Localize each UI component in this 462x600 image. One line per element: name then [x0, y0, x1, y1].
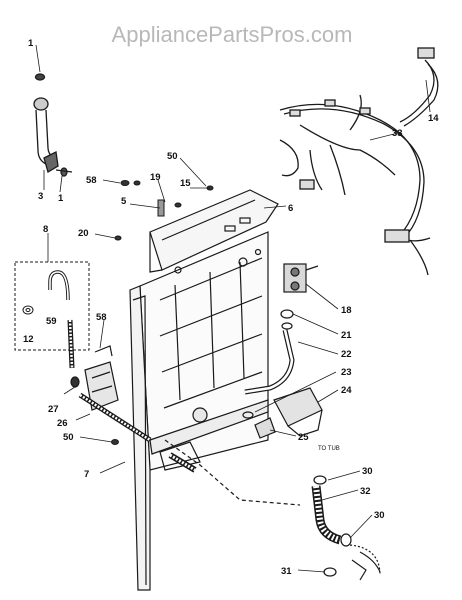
callout-21: 21 — [341, 330, 352, 341]
drain-hose-left — [67, 319, 152, 443]
callout-14: 14 — [428, 113, 439, 124]
callout-1-top: 1 — [28, 38, 34, 49]
callout-50-top: 50 — [167, 151, 178, 162]
inlet-hose-kit-box — [14, 261, 90, 351]
callout-30-bottom: 30 — [374, 510, 385, 521]
fill-hose-assembly — [33, 73, 73, 177]
callout-labels: 1 3 1 58 50 19 15 5 6 8 20 59 12 58 27 2… — [23, 38, 439, 577]
callout-33: 33 — [392, 128, 403, 139]
callout-25: 25 — [298, 432, 309, 443]
callout-23: 23 — [341, 367, 352, 378]
callout-59: 59 — [46, 316, 57, 327]
callout-15: 15 — [180, 178, 191, 189]
callout-58-bottom: 58 — [96, 312, 107, 323]
callout-1-bottom: 1 — [58, 193, 64, 204]
water-inlet-valve — [242, 263, 323, 439]
callout-24: 24 — [341, 385, 352, 396]
rear-panel — [129, 189, 279, 591]
callout-18: 18 — [341, 305, 352, 316]
callout-8: 8 — [43, 224, 48, 235]
callout-20: 20 — [78, 228, 89, 239]
callout-30-top: 30 — [362, 466, 373, 477]
callout-50-bottom: 50 — [63, 432, 74, 443]
callout-5: 5 — [121, 196, 127, 207]
callout-31: 31 — [281, 566, 292, 577]
callout-12: 12 — [23, 334, 34, 345]
callout-6: 6 — [288, 203, 293, 214]
callout-3: 3 — [38, 191, 43, 202]
callout-7: 7 — [84, 469, 89, 480]
callout-22: 22 — [341, 349, 352, 360]
leader-lines — [35, 44, 431, 573]
callout-19: 19 — [150, 172, 161, 183]
wire-harness — [279, 47, 439, 276]
drain-hose-assembly — [164, 439, 381, 581]
to-tub-note: TO TUB — [318, 446, 340, 452]
callout-32: 32 — [360, 486, 371, 497]
callout-27: 27 — [48, 404, 59, 415]
watermark: AppliancePartsPros.com — [112, 22, 353, 47]
callout-58-top: 58 — [86, 175, 97, 186]
screws — [111, 180, 214, 445]
callout-26: 26 — [57, 418, 68, 429]
